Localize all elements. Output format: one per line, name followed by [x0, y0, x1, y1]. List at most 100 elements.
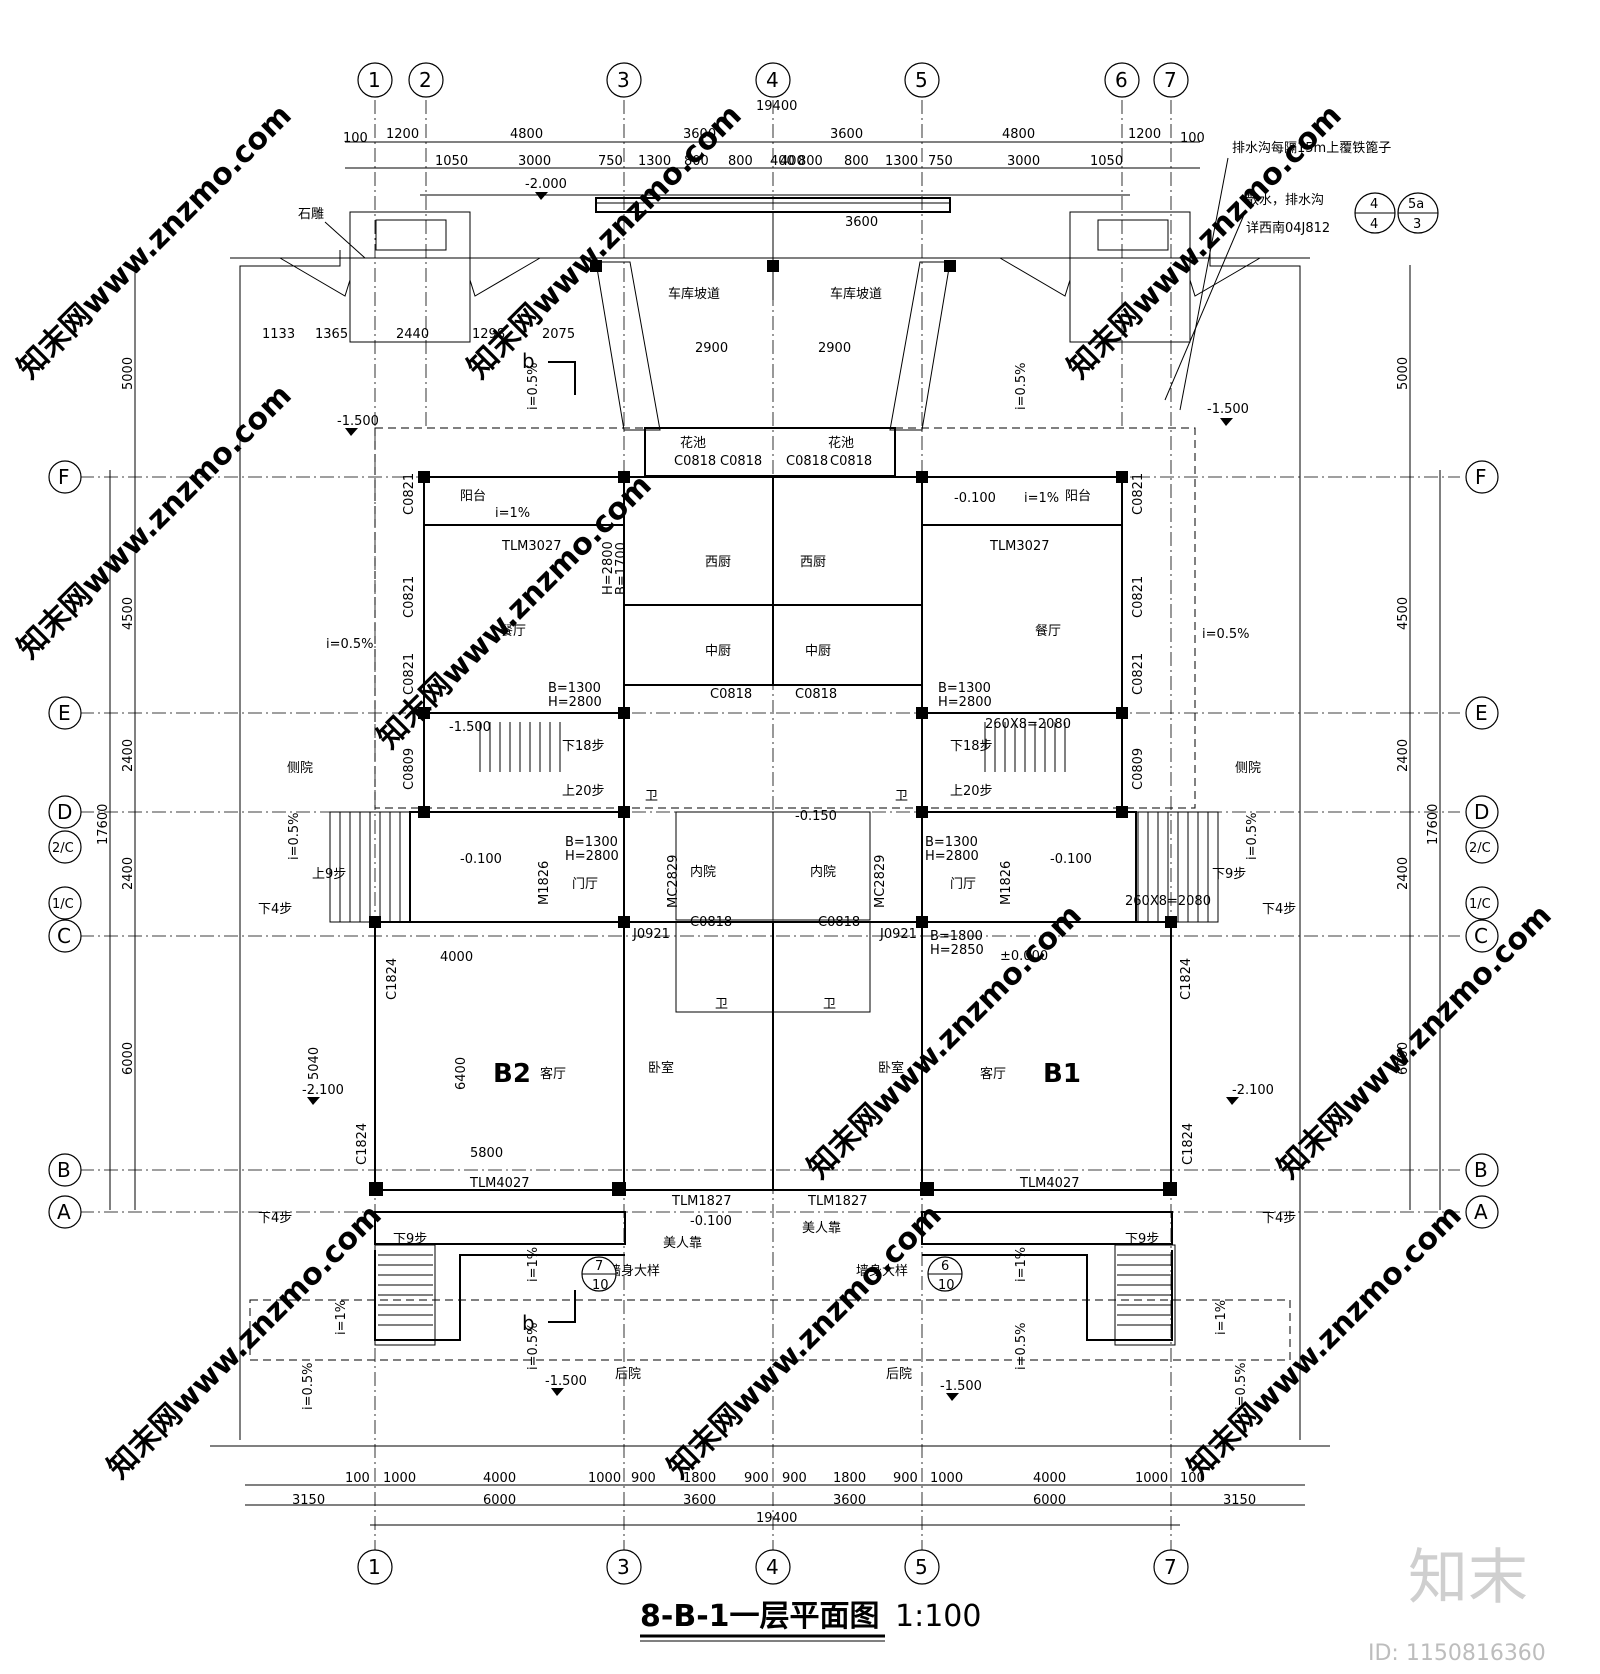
svg-text:TLM4027: TLM4027	[1019, 1176, 1079, 1191]
svg-text:J0921: J0921	[879, 927, 917, 942]
svg-text:下9步: 下9步	[1212, 867, 1246, 882]
svg-text:5000: 5000	[1396, 357, 1411, 390]
svg-text:1200: 1200	[1128, 127, 1161, 142]
svg-text:i=0.5%: i=0.5%	[1245, 812, 1260, 860]
svg-text:B=1800: B=1800	[930, 929, 983, 944]
watermark-text: 知末网www.znzmo.com	[11, 98, 299, 386]
watermark-logo: 知末 ID: 1150816360	[1368, 1543, 1546, 1666]
room-label: 门厅	[950, 877, 976, 892]
svg-text:4800: 4800	[1002, 127, 1035, 142]
svg-text:i=0.5%: i=0.5%	[1014, 362, 1029, 410]
room-label: 花池	[828, 435, 854, 451]
svg-text:2900: 2900	[695, 341, 728, 356]
axis-label: D	[57, 800, 72, 824]
ref-circle-text: 4	[1370, 217, 1378, 232]
svg-text:下18步: 下18步	[562, 739, 605, 754]
axis-label: 1/C	[52, 897, 74, 912]
svg-text:900: 900	[744, 1471, 769, 1486]
svg-text:3600: 3600	[683, 1493, 716, 1508]
axis-label: 1	[368, 68, 381, 92]
axis-label: 6	[1115, 68, 1128, 92]
svg-text:100: 100	[1180, 1471, 1205, 1486]
svg-text:C0821: C0821	[402, 473, 417, 515]
svg-text:900: 900	[893, 1471, 918, 1486]
svg-text:-1.500: -1.500	[1207, 402, 1249, 417]
svg-text:2075: 2075	[542, 327, 575, 342]
structural-columns	[369, 260, 1177, 1196]
watermark-layer: 知末网www.znzmo.com 知末网www.znzmo.com 知末网www…	[11, 98, 1559, 1486]
room-label: 卫	[645, 789, 658, 804]
svg-text:-2.100: -2.100	[302, 1083, 344, 1098]
svg-text:H=2800: H=2800	[565, 849, 619, 864]
svg-text:1000: 1000	[930, 1471, 963, 1486]
svg-text:4000: 4000	[1033, 1471, 1066, 1486]
axis-label: F	[58, 465, 70, 489]
svg-text:2400: 2400	[1396, 857, 1411, 890]
opening-codes: C0818 C0818 C0818 C0818 C0821 C0821 C082…	[258, 454, 1296, 1247]
svg-text:C0818: C0818	[786, 454, 828, 469]
svg-text:i=1%: i=1%	[1014, 1247, 1029, 1282]
unit-label: B2	[493, 1059, 531, 1089]
svg-text:i=0.5%: i=0.5%	[1202, 627, 1250, 642]
svg-text:4500: 4500	[1396, 597, 1411, 630]
svg-text:MC2829: MC2829	[666, 855, 681, 908]
room-label: 客厅	[980, 1066, 1006, 1082]
detail-callouts: 7 10 6 10 b b	[522, 349, 963, 1335]
axis-label: 7	[1164, 1555, 1177, 1579]
svg-text:100: 100	[343, 131, 368, 146]
svg-text:1298: 1298	[472, 327, 505, 342]
svg-text:17600: 17600	[96, 804, 111, 845]
axis-label: A	[1474, 1200, 1488, 1224]
svg-text:i=0.5%: i=0.5%	[326, 637, 374, 652]
room-label: 客厅	[540, 1066, 566, 1082]
svg-text:900: 900	[782, 1471, 807, 1486]
room-label: 侧院	[287, 761, 313, 776]
svg-text:-2.100: -2.100	[1232, 1083, 1274, 1098]
svg-text:750: 750	[928, 154, 953, 169]
axis-label: E	[58, 701, 71, 725]
svg-text:C0818: C0818	[674, 454, 716, 469]
svg-text:-1.500: -1.500	[449, 720, 491, 735]
watermark-text: 知末网www.znzmo.com	[661, 1198, 949, 1486]
drainage-notes: 排水沟每隔15m上覆铁篦子 散水，排水沟 详西南04J812 4 4 5a 3	[1164, 140, 1439, 411]
svg-text:-1.500: -1.500	[940, 1379, 982, 1394]
room-label: 墙身大样	[608, 1263, 660, 1279]
axis-label: 1/C	[1469, 897, 1491, 912]
watermark-text: 知末网www.znzmo.com	[101, 1198, 389, 1486]
svg-text:750: 750	[598, 154, 623, 169]
svg-text:C0821: C0821	[1131, 653, 1146, 695]
svg-text:B=1300: B=1300	[925, 835, 978, 850]
room-label: 门厅	[572, 877, 598, 892]
building-walls	[329, 427, 1219, 1346]
svg-text:1300: 1300	[638, 154, 671, 169]
svg-text:4500: 4500	[121, 597, 136, 630]
room-label: 阳台	[460, 489, 486, 504]
svg-text:-0.100: -0.100	[460, 852, 502, 867]
svg-text:H=2800: H=2800	[925, 849, 979, 864]
svg-text:-1.500: -1.500	[337, 414, 379, 429]
title-scale: 1:100	[895, 1599, 981, 1634]
watermark-text: 知末网www.znzmo.com	[1271, 898, 1559, 1186]
room-label: 卫	[715, 997, 728, 1012]
dimension-text: 19400 100 1200 4800 3600 3600 4800 1200 …	[96, 99, 1441, 1526]
svg-text:6000: 6000	[1396, 1042, 1411, 1075]
axis-label: 4	[766, 68, 779, 92]
front-porches: 石雕	[279, 207, 1261, 343]
ref-note: 详西南04J812	[1246, 220, 1330, 236]
ref-circle-text: 4	[1370, 197, 1378, 212]
drain-note: 排水沟每隔15m上覆铁篦子	[1232, 140, 1391, 156]
axis-label: A	[57, 1200, 71, 1224]
svg-text:7: 7	[595, 1259, 603, 1274]
svg-text:6400: 6400	[454, 1057, 469, 1090]
room-label: 卫	[823, 997, 836, 1012]
svg-text:3600: 3600	[833, 1493, 866, 1508]
svg-text:下4步: 下4步	[258, 902, 292, 917]
garage-ramp: 车库坡道 车库坡道	[595, 197, 951, 431]
svg-text:M1826: M1826	[999, 861, 1014, 905]
svg-text:i=0.5%: i=0.5%	[287, 812, 302, 860]
svg-text:H=2800: H=2800	[601, 541, 616, 595]
room-label: 卧室	[648, 1060, 674, 1076]
room-label: 卫	[895, 789, 908, 804]
axis-label: D	[1474, 800, 1489, 824]
room-label: 侧院	[1235, 761, 1261, 776]
